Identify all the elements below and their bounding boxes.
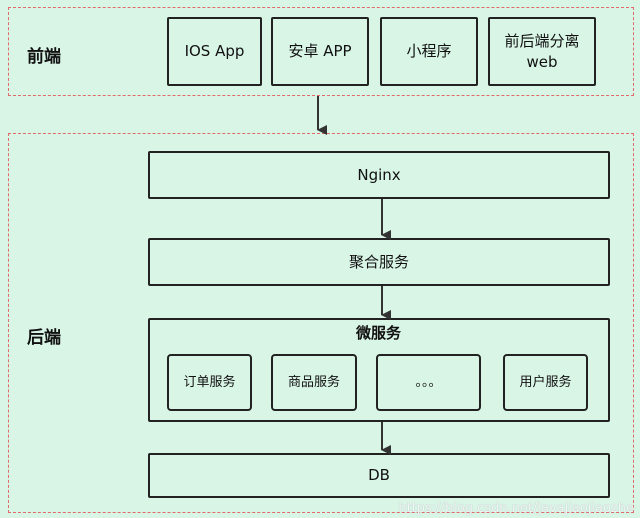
frontend-label: 前端 — [27, 47, 61, 67]
product-service-label: 商品服务 — [287, 374, 340, 390]
nginx-box: Nginx — [148, 151, 610, 199]
nginx-label: Nginx — [357, 165, 401, 184]
user-service-box: 用户服务 — [503, 354, 588, 411]
order-service-label: 订单服务 — [183, 374, 236, 390]
ellipsis-service-box: 。。。 — [376, 354, 481, 411]
watermark-text: https://blog.csdn.net/javajiaojiaozhe — [398, 501, 634, 516]
client-mini-program: 小程序 — [380, 17, 478, 86]
client-web: 前后端分离 web — [488, 17, 596, 86]
backend-label: 后端 — [27, 328, 61, 348]
user-service-label: 用户服务 — [519, 374, 572, 390]
aggregation-service-box: 聚合服务 — [148, 238, 610, 286]
ellipsis-service-label: 。。。 — [415, 374, 442, 390]
aggregation-service-label: 聚合服务 — [348, 252, 409, 271]
frontend-zone — [8, 7, 634, 96]
client-web-label: 前后端分离 web — [504, 32, 580, 71]
client-android-app-label: 安卓 APP — [288, 42, 352, 61]
client-ios-app-label: IOS App — [184, 42, 245, 61]
db-label: DB — [368, 466, 390, 485]
client-mini-program-label: 小程序 — [406, 42, 452, 61]
client-ios-app: IOS App — [167, 17, 262, 86]
db-box: DB — [148, 453, 610, 498]
product-service-box: 商品服务 — [271, 354, 357, 411]
client-android-app: 安卓 APP — [271, 17, 369, 86]
microservices-title: 微服务 — [356, 324, 402, 342]
order-service-box: 订单服务 — [167, 354, 252, 411]
